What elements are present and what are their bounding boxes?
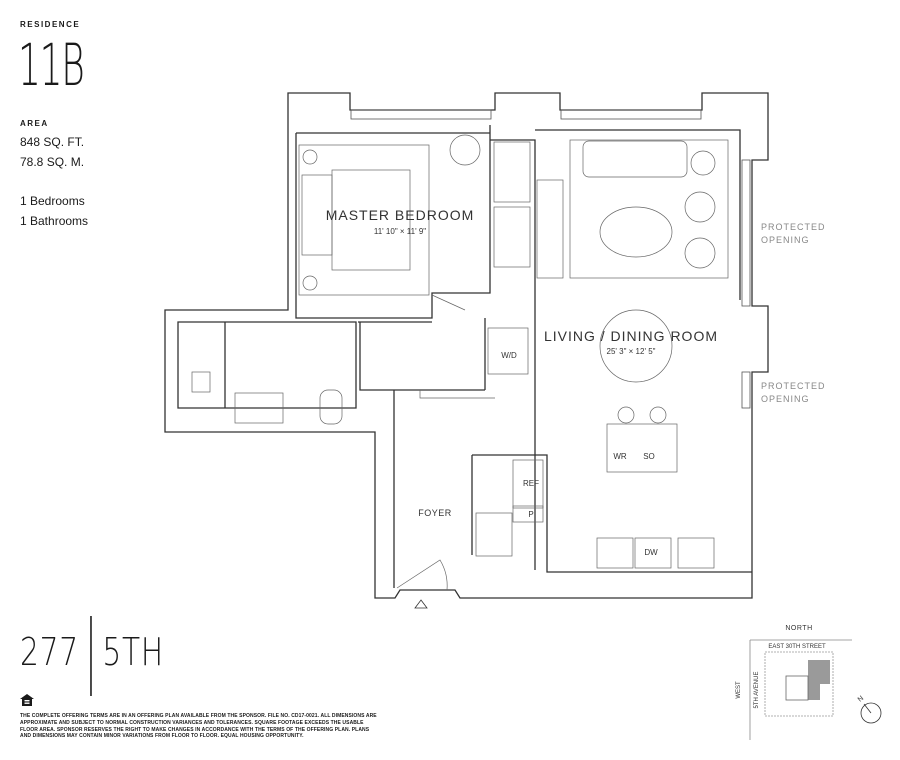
master-bedroom-dims: 11' 10" × 11' 9" bbox=[374, 227, 426, 236]
protected-opening-1-line1: PROTECTED bbox=[761, 222, 826, 232]
exterior-walls bbox=[164, 92, 769, 599]
protected-opening-1-line2: OPENING bbox=[761, 235, 810, 245]
steam-oven-label: SO bbox=[643, 452, 655, 461]
master-bedroom-label: MASTER BEDROOM bbox=[326, 207, 475, 223]
windows bbox=[350, 109, 751, 409]
area-sq-ft: 848 SQ. FT. bbox=[20, 135, 85, 149]
bathroom-count: 1 Bathrooms bbox=[20, 214, 89, 228]
building-logo: 277 5TH bbox=[20, 612, 164, 696]
living-furniture bbox=[191, 134, 729, 569]
protected-opening-2-line2: OPENING bbox=[761, 394, 810, 404]
washer-dryer-label: W/D bbox=[501, 351, 517, 360]
compass-icon bbox=[860, 702, 882, 724]
keyplan-north-label: NORTH bbox=[785, 625, 812, 632]
keyplan-avenue-label: 5TH AVENUE bbox=[754, 672, 760, 709]
unit-number: 11B bbox=[18, 31, 85, 99]
bed bbox=[298, 144, 430, 296]
equal-housing-icon bbox=[20, 694, 34, 706]
bedroom-count: 1 Bedrooms bbox=[20, 194, 85, 208]
residence-label: RESIDENCE bbox=[20, 20, 81, 29]
key-plan: NORTH EAST 30TH STREET WEST 5TH AVENUE N bbox=[736, 625, 882, 740]
living-dining-label: LIVING / DINING ROOM bbox=[544, 328, 718, 344]
keyplan-west-label: WEST bbox=[736, 681, 742, 699]
compass-north-label: N bbox=[857, 695, 865, 704]
pantry-label: P bbox=[528, 510, 533, 519]
keyplan-street-label: EAST 30TH STREET bbox=[768, 644, 826, 650]
dishwasher-label: DW bbox=[644, 548, 658, 557]
refrigerator-label: REF bbox=[523, 479, 539, 488]
logo-street: 5TH bbox=[102, 630, 164, 674]
doors bbox=[396, 294, 495, 591]
area-label: AREA bbox=[20, 119, 49, 128]
legal-disclaimer: The complete offering terms are in an of… bbox=[20, 713, 377, 740]
logo-divider bbox=[89, 616, 92, 696]
entry-arrow-icon bbox=[414, 599, 428, 609]
logo-number: 277 bbox=[20, 630, 79, 674]
closets bbox=[475, 141, 531, 557]
area-sq-m: 78.8 SQ. M. bbox=[20, 155, 85, 169]
protected-opening-2-line1: PROTECTED bbox=[761, 381, 826, 391]
wine-refrigerator-label: WR bbox=[613, 452, 627, 461]
foyer-label: FOYER bbox=[418, 508, 452, 518]
living-dining-dims: 25' 3" × 12' 5" bbox=[607, 347, 656, 356]
